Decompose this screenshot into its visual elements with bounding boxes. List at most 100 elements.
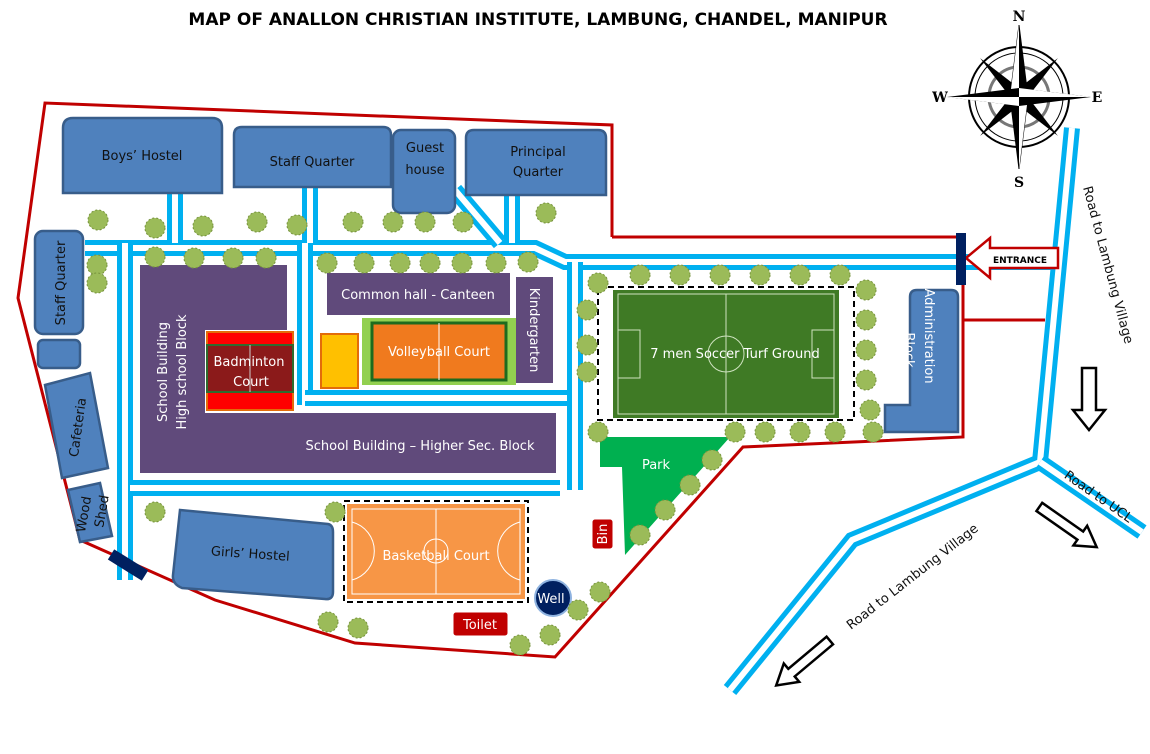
kindergarten-label: Kindergarten bbox=[526, 288, 541, 373]
tree-icon bbox=[222, 247, 244, 269]
road-label-lambung-right: Road to Lambung Village bbox=[1079, 185, 1136, 346]
road-segment bbox=[1038, 459, 1144, 535]
tree-icon bbox=[724, 421, 746, 443]
trees bbox=[86, 202, 884, 656]
wood-shed-label: Wood bbox=[74, 495, 95, 533]
tree-icon bbox=[669, 264, 691, 286]
staff-quarter-top-label: Staff Quarter bbox=[270, 155, 355, 170]
compass-rose-icon: N S E W bbox=[931, 9, 1102, 191]
tree-icon bbox=[862, 421, 884, 443]
higher-sec-label: School Building – Higher Sec. Block bbox=[306, 439, 535, 454]
tree-icon bbox=[789, 421, 811, 443]
tree-icon bbox=[517, 251, 539, 273]
admin-label-2: Block bbox=[901, 332, 916, 368]
arrow-down-icon bbox=[1070, 366, 1108, 433]
principal-quarter-label: Principal bbox=[510, 145, 565, 160]
badminton-label-2: Court bbox=[233, 375, 269, 390]
park-label: Park bbox=[642, 458, 671, 473]
cafeteria: Cafeteria bbox=[43, 371, 110, 480]
guest-house: Guest house bbox=[391, 128, 457, 215]
tree-icon bbox=[144, 501, 166, 523]
boys-hostel: Boys’ Hostel bbox=[61, 116, 224, 195]
tree-icon bbox=[286, 214, 308, 236]
entrance-label: ENTRANCE bbox=[993, 256, 1047, 266]
tree-icon bbox=[324, 501, 346, 523]
entrance: ENTRANCE bbox=[956, 233, 1060, 285]
map-title: MAP OF ANALLON CHRISTIAN INSTITUTE, LAMB… bbox=[188, 10, 887, 30]
principal-quarter: Principal Quarter bbox=[464, 128, 608, 197]
volleyball-court: Volleyball Court bbox=[362, 318, 516, 385]
toilet: Toilet bbox=[452, 611, 509, 637]
soccer-turf-ground: 7 men Soccer Turf Ground bbox=[597, 286, 855, 421]
guest-house-label-2: house bbox=[405, 163, 444, 178]
tree-icon bbox=[255, 247, 277, 269]
tree-icon bbox=[629, 264, 651, 286]
tree-icon bbox=[535, 202, 557, 224]
campus-boundary bbox=[16, 101, 1045, 659]
entrance-gate bbox=[956, 233, 966, 285]
tree-icon bbox=[709, 264, 731, 286]
tree-icon bbox=[485, 252, 507, 274]
bin: Bin bbox=[591, 518, 614, 550]
tree-icon bbox=[567, 599, 589, 621]
tree-icon bbox=[587, 272, 609, 294]
principal-quarter-label-2: Quarter bbox=[513, 165, 564, 180]
tree-icon bbox=[576, 361, 598, 383]
road-label-ucl: Road to UCL bbox=[1061, 468, 1136, 526]
tree-icon bbox=[353, 252, 375, 274]
tree-icon bbox=[589, 581, 611, 603]
tree-icon bbox=[347, 617, 369, 639]
tree-icon bbox=[829, 264, 851, 286]
tree-icon bbox=[824, 421, 846, 443]
tree-icon bbox=[414, 211, 436, 233]
road-segment bbox=[452, 188, 503, 245]
tree-icon bbox=[629, 524, 651, 546]
tree-icon bbox=[701, 449, 723, 471]
tree-icon bbox=[855, 309, 877, 331]
tree-icon bbox=[789, 264, 811, 286]
school-building-higher-sec-block: School Building – Higher Sec. Block bbox=[205, 413, 556, 473]
soccer-label: 7 men Soccer Turf Ground bbox=[650, 347, 820, 362]
arrow-down-right-icon bbox=[1034, 501, 1099, 549]
compass-s: S bbox=[1014, 175, 1024, 191]
tree-icon bbox=[509, 634, 531, 656]
tree-icon bbox=[144, 246, 166, 268]
tree-icon bbox=[192, 215, 214, 237]
compass-w: W bbox=[931, 90, 948, 106]
compass-e: E bbox=[1092, 90, 1103, 106]
well-label: Well bbox=[537, 592, 564, 607]
bin-label: Bin bbox=[596, 524, 611, 545]
tree-icon bbox=[86, 272, 108, 294]
staff-quarter-left: Staff Quarter bbox=[33, 229, 85, 336]
wood-shed-label-2: Shed bbox=[92, 494, 112, 529]
school-hs-label: School Building bbox=[156, 322, 171, 422]
small-building bbox=[36, 338, 82, 370]
kindergarten: Kindergarten bbox=[516, 277, 553, 383]
tree-icon bbox=[654, 499, 676, 521]
administration-block: Administration Block bbox=[883, 288, 960, 434]
school-building-high-school-block: School Building High school Block bbox=[140, 265, 287, 473]
basketball-court: Basketball Court bbox=[343, 500, 529, 603]
tree-icon bbox=[576, 299, 598, 321]
tree-icon bbox=[855, 339, 877, 361]
back-gate bbox=[107, 549, 149, 581]
school-hs-label-2: High school Block bbox=[175, 314, 190, 429]
tree-icon bbox=[382, 211, 404, 233]
tree-icon bbox=[183, 247, 205, 269]
badminton-court: Badminton Court bbox=[205, 330, 295, 412]
tree-icon bbox=[87, 209, 109, 231]
tree-icon bbox=[316, 252, 338, 274]
tree-icon bbox=[246, 211, 268, 233]
tree-icon bbox=[539, 624, 561, 646]
tree-icon bbox=[576, 334, 598, 356]
admin-label: Administration bbox=[921, 288, 936, 383]
girls-hostel-label: Girls’ Hostel bbox=[210, 544, 290, 564]
guest-house-label: Guest bbox=[406, 141, 444, 156]
tree-icon bbox=[451, 252, 473, 274]
toilet-label: Toilet bbox=[462, 618, 497, 633]
road-segment bbox=[727, 127, 1075, 692]
park: Park bbox=[600, 437, 730, 555]
tree-icon bbox=[144, 217, 166, 239]
